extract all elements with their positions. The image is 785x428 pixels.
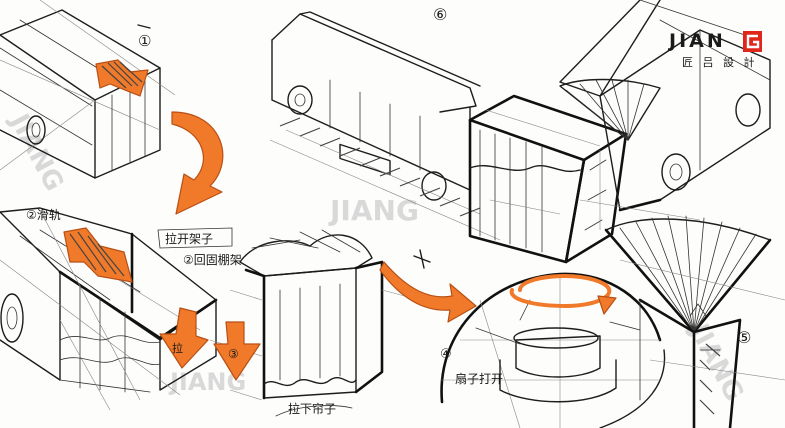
slide-arrow-2 <box>63 227 133 283</box>
pull-tag-label: 拉 <box>172 341 183 355</box>
curtain-sketch-step3: ③ 拉下帘子 <box>209 229 421 417</box>
bus-sketch-step6: ⑥ <box>269 5 628 264</box>
step-2-notes: 拉开架子 ②回固棚架 <box>157 227 242 267</box>
logo-wordmark: JIAN <box>669 30 726 52</box>
pull-down-arrow <box>159 307 209 369</box>
roof-panel <box>339 143 391 176</box>
fan-canopy-step5: ⑤ <box>604 215 785 428</box>
umbrella-open-label: 扇子打开 <box>455 371 503 386</box>
slide-rail-label: ②滑轨 <box>26 208 61 222</box>
step-5-marker: ⑤ <box>737 328 751 347</box>
bus-sketch-step2: ②滑轨 拉 <box>0 207 218 411</box>
logo-chinese-name: 匠 吕 設 計 <box>682 56 758 69</box>
frame-fix-label: ②回固棚架 <box>183 252 242 267</box>
slide-arrow-1 <box>95 59 149 97</box>
bus-sketch-step5 <box>559 0 771 230</box>
logo-red-mark-icon <box>743 31 762 52</box>
curtain-down-arrow <box>213 321 261 381</box>
step-3-marker: ③ <box>228 347 239 361</box>
watermark-text: JIANG <box>3 107 69 196</box>
turntable-detail-step4: ④ 扇子打开 <box>440 272 666 428</box>
step-6-marker: ⑥ <box>433 5 447 24</box>
step-4-marker: ④ <box>440 347 452 362</box>
watermark-text: JIANG <box>328 194 419 227</box>
brand-logo: JIAN 匠 吕 設 計 <box>669 30 769 70</box>
step-1-marker: ① <box>138 32 151 50</box>
pull-curtain-label: 拉下帘子 <box>288 401 336 416</box>
rotation-arrowhead <box>597 295 617 315</box>
logo-g-glyph-icon <box>746 34 760 49</box>
transition-arrow-3-4 <box>379 261 477 323</box>
ground-hatch <box>279 117 481 217</box>
transition-arrow-1-2 <box>171 111 224 215</box>
frame-open-label: 拉开架子 <box>165 231 213 246</box>
bus-sketch-step1: ① <box>0 0 176 179</box>
